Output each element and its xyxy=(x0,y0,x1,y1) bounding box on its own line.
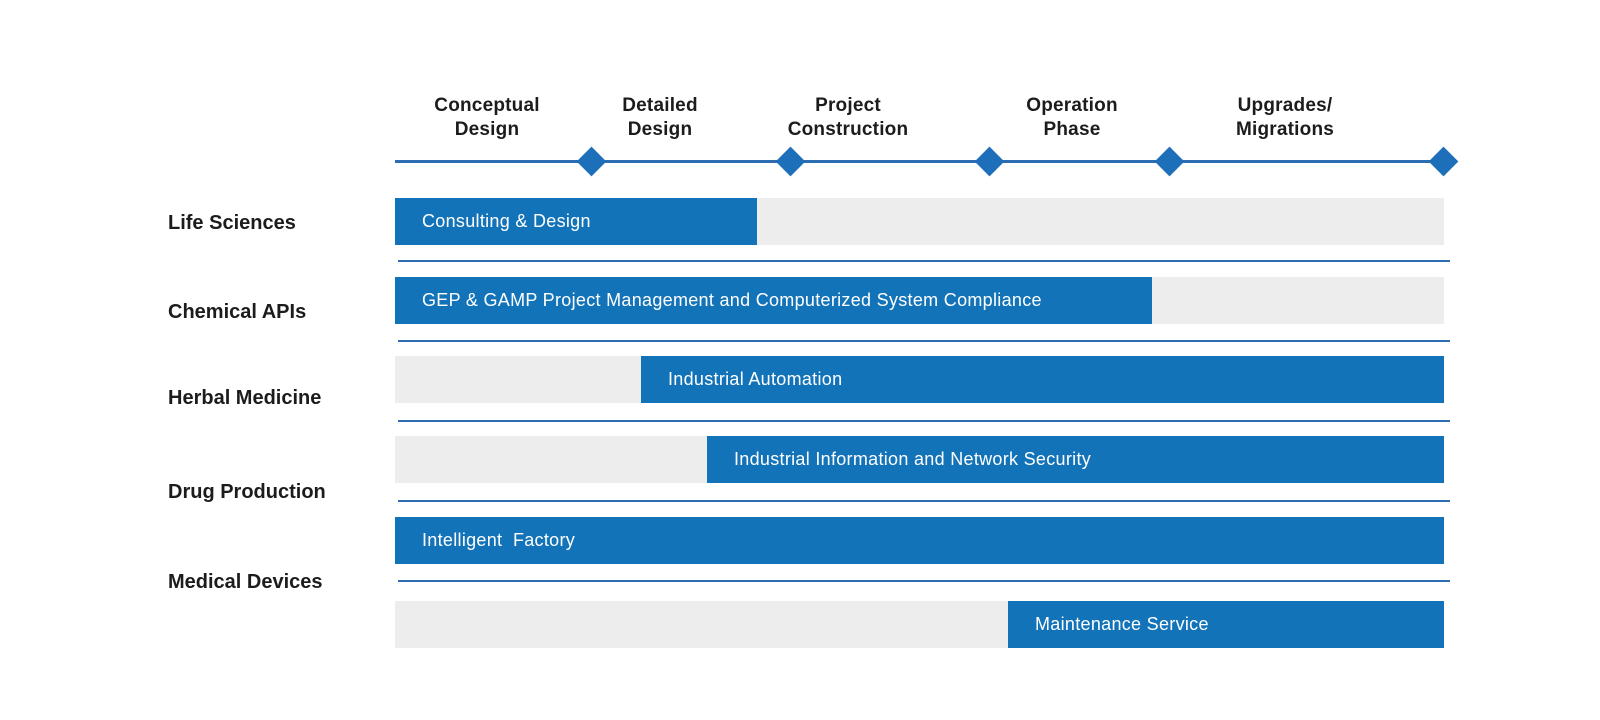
service-bar-empty xyxy=(395,601,1008,648)
service-bar-empty xyxy=(395,436,707,483)
category-label-drug-production: Drug Production xyxy=(168,481,326,503)
service-bar-label: Industrial Automation xyxy=(668,369,843,389)
category-label-life-sciences: Life Sciences xyxy=(168,212,296,234)
service-bar-empty xyxy=(757,198,1444,245)
service-bar-consulting-design: Consulting & Design xyxy=(395,198,757,245)
service-bar-label: GEP & GAMP Project Management and Comput… xyxy=(422,290,1042,310)
row-separator-line xyxy=(398,340,1450,342)
service-bar-row: GEP & GAMP Project Management and Comput… xyxy=(395,277,1444,324)
service-bar-row: Industrial Information and Network Secur… xyxy=(395,436,1444,483)
service-bar-row: Consulting & Design xyxy=(395,198,1444,245)
chart-area: Consulting & Design GEP & GAMP Project M… xyxy=(395,0,1444,720)
category-label-chemical-apis: Chemical APIs xyxy=(168,301,307,323)
service-bar-row: Intelligent Factory xyxy=(395,517,1444,564)
service-bar-row: Maintenance Service xyxy=(395,601,1444,648)
phase-label-operation-phase: Operation Phase xyxy=(1026,95,1118,140)
service-bar-label: Industrial Information and Network Secur… xyxy=(734,449,1092,469)
service-bar-maintenance-service: Maintenance Service xyxy=(1008,601,1444,648)
service-bar-empty xyxy=(1152,277,1444,324)
service-bar-gep-gamp: GEP & GAMP Project Management and Comput… xyxy=(395,277,1152,324)
phase-label-detailed-design: Detailed Design xyxy=(622,95,698,140)
service-bar-label: Consulting & Design xyxy=(422,211,591,231)
row-separator-line xyxy=(398,420,1450,422)
category-label-herbal-medicine: Herbal Medicine xyxy=(168,387,322,409)
row-separator-line xyxy=(398,580,1450,582)
service-bar-label: Maintenance Service xyxy=(1035,614,1209,634)
service-bar-label: Intelligent Factory xyxy=(422,530,576,550)
timeline-axis-line xyxy=(395,160,1444,163)
phase-label-upgrades-migrations: Upgrades/ Migrations xyxy=(1235,95,1335,140)
service-bar-intelligent-factory: Intelligent Factory xyxy=(395,517,1444,564)
service-bar-network-security: Industrial Information and Network Secur… xyxy=(707,436,1444,483)
phase-label-project-construction: Project Construction xyxy=(787,95,909,140)
row-separator-line xyxy=(398,260,1450,262)
row-separator-line xyxy=(398,500,1450,502)
category-label-medical-devices: Medical Devices xyxy=(168,571,323,593)
service-bar-row: Industrial Automation xyxy=(395,356,1444,403)
service-bar-industrial-automation: Industrial Automation xyxy=(641,356,1444,403)
phase-label-conceptual-design: Conceptual Design xyxy=(434,95,540,140)
service-bar-empty xyxy=(395,356,641,403)
